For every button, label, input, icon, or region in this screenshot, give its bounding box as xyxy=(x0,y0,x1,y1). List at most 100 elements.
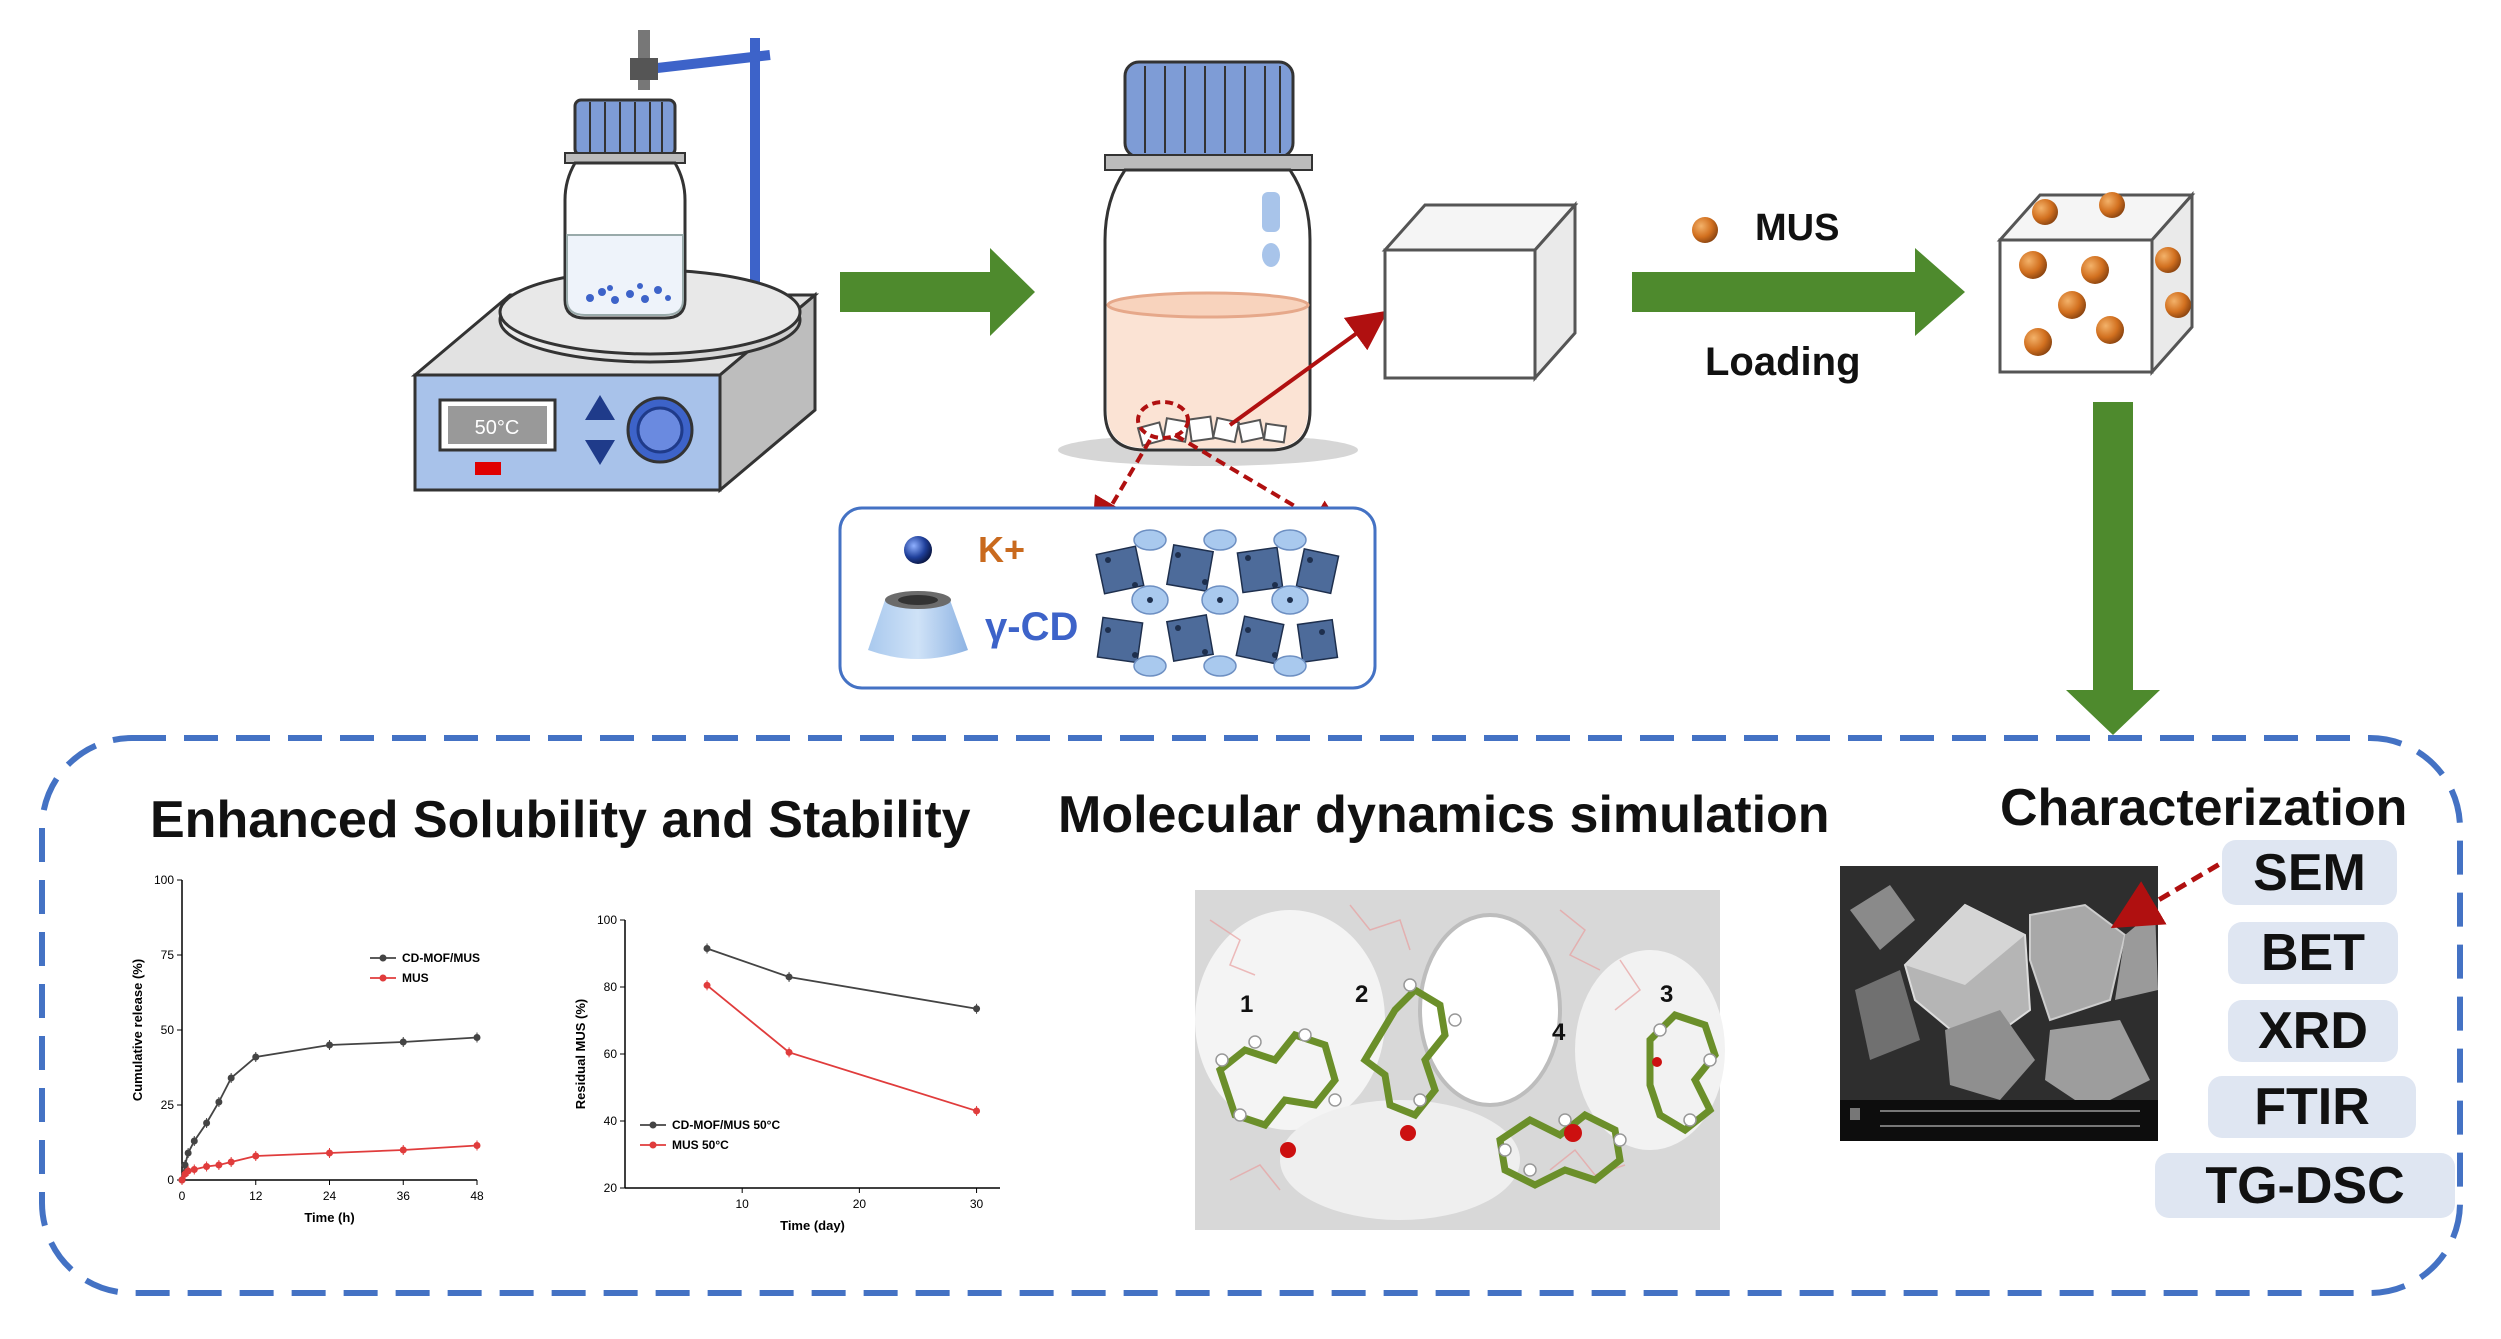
empty-cube xyxy=(1381,201,1579,382)
mus-label: MUS xyxy=(1755,207,1839,249)
md-label-2: 2 xyxy=(1355,981,1368,1008)
y-tick-label: 20 xyxy=(604,1181,618,1195)
data-point xyxy=(703,944,711,952)
series-line xyxy=(706,984,977,1112)
data-point xyxy=(203,1163,211,1170)
y-tick-label: 100 xyxy=(597,913,617,927)
y-tick-label: 60 xyxy=(604,1047,618,1061)
data-point xyxy=(703,981,711,989)
md-label-1: 1 xyxy=(1240,991,1253,1018)
x-tick-label: 0 xyxy=(179,1189,186,1203)
data-point xyxy=(215,1161,223,1169)
sem-image xyxy=(1840,866,2158,1141)
legend-label: CD-MOF/MUS xyxy=(402,951,480,965)
x-tick-label: 36 xyxy=(397,1189,411,1203)
y-tick-label: 100 xyxy=(154,873,174,887)
data-point xyxy=(184,1149,192,1157)
data-point xyxy=(973,1107,981,1115)
series-line xyxy=(706,947,977,1010)
x-tick-label: 24 xyxy=(323,1189,337,1203)
data-point xyxy=(473,1034,481,1041)
section-title-md: Molecular dynamics simulation xyxy=(1058,786,1830,844)
legend-label: MUS xyxy=(402,971,429,985)
section-title-characterization: Characterization xyxy=(2000,779,2408,837)
up-arrow-icon xyxy=(585,395,615,420)
data-point xyxy=(215,1098,223,1106)
data-point xyxy=(973,1005,981,1013)
char-item-sem: SEM xyxy=(2222,840,2397,905)
mus-molecule-icon xyxy=(1692,217,1718,243)
x-tick-label: 12 xyxy=(249,1189,263,1203)
x-tick-label: 10 xyxy=(736,1197,750,1211)
stand-rod xyxy=(750,38,760,298)
data-point xyxy=(227,1158,235,1166)
data-point xyxy=(399,1146,407,1154)
char-item-ftir: FTIR xyxy=(2208,1076,2416,1138)
char-item-xrd: XRD xyxy=(2228,1000,2398,1062)
data-point xyxy=(785,973,793,981)
gamma-cd-label: γ-CD xyxy=(985,605,1078,649)
temperature-display: 50°C xyxy=(475,417,520,439)
data-point xyxy=(326,1041,333,1049)
flow-arrow-down xyxy=(2066,402,2160,735)
data-point xyxy=(181,1161,189,1169)
loaded-cube xyxy=(1996,191,2196,376)
y-axis-label: Cumulative release (%) xyxy=(130,959,145,1101)
indicator-light xyxy=(475,462,501,475)
x-tick-label: 30 xyxy=(970,1197,984,1211)
y-tick-label: 50 xyxy=(161,1023,175,1037)
data-point xyxy=(252,1152,260,1160)
y-tick-label: 40 xyxy=(604,1114,618,1128)
section-title-solubility: Enhanced Solubility and Stability xyxy=(150,791,971,849)
k-ion-icon xyxy=(904,536,932,564)
results-container xyxy=(39,735,2463,1296)
mof-lattice xyxy=(1095,529,1340,677)
gamma-cd-icon xyxy=(868,591,968,659)
data-point xyxy=(227,1074,235,1082)
x-axis-label: Time (h) xyxy=(304,1210,354,1225)
char-item-tg-dsc: TG-DSC xyxy=(2155,1153,2455,1218)
legend-marker xyxy=(379,954,387,962)
legend-label: MUS 50°C xyxy=(672,1138,729,1152)
md-label-3: 3 xyxy=(1660,981,1673,1008)
data-point xyxy=(252,1053,260,1061)
cd-mof-inset xyxy=(838,506,1377,690)
md-label-4: 4 xyxy=(1552,1019,1566,1046)
flow-arrow-1 xyxy=(840,248,1035,336)
legend-marker xyxy=(649,1141,657,1149)
hotplate-stirrer: 50°C xyxy=(410,30,820,494)
data-point xyxy=(178,1176,186,1184)
char-item-bet: BET xyxy=(2228,922,2398,984)
x-tick-label: 48 xyxy=(470,1189,484,1203)
x-axis-label: Time (day) xyxy=(780,1218,845,1233)
legend-marker xyxy=(379,974,387,982)
y-axis-label: Residual MUS (%) xyxy=(573,999,588,1110)
data-point xyxy=(399,1038,407,1046)
y-tick-label: 80 xyxy=(604,980,618,994)
data-point xyxy=(203,1119,211,1127)
data-point xyxy=(184,1167,192,1175)
sem-pointer-arrow xyxy=(2110,852,2237,929)
y-tick-label: 75 xyxy=(161,948,175,962)
legend-marker xyxy=(649,1121,657,1129)
x-tick-label: 20 xyxy=(853,1197,867,1211)
y-tick-label: 0 xyxy=(167,1173,174,1187)
md-simulation-image: 1 2 3 4 xyxy=(1195,890,1725,1230)
data-point xyxy=(190,1137,198,1145)
data-point xyxy=(326,1149,333,1157)
reaction-bottle xyxy=(1058,60,1358,466)
data-point xyxy=(190,1166,198,1173)
red-arrow-to-cube xyxy=(1228,310,1388,427)
k-plus-label: K+ xyxy=(978,529,1025,570)
series-line xyxy=(181,1036,478,1181)
down-arrow-icon xyxy=(585,440,615,465)
data-point xyxy=(473,1142,481,1149)
loading-label: Loading xyxy=(1705,340,1861,384)
y-tick-label: 25 xyxy=(161,1098,175,1112)
mus-molecules xyxy=(1215,985,1719,1189)
data-point xyxy=(785,1048,793,1056)
legend-label: CD-MOF/MUS 50°C xyxy=(672,1118,780,1132)
